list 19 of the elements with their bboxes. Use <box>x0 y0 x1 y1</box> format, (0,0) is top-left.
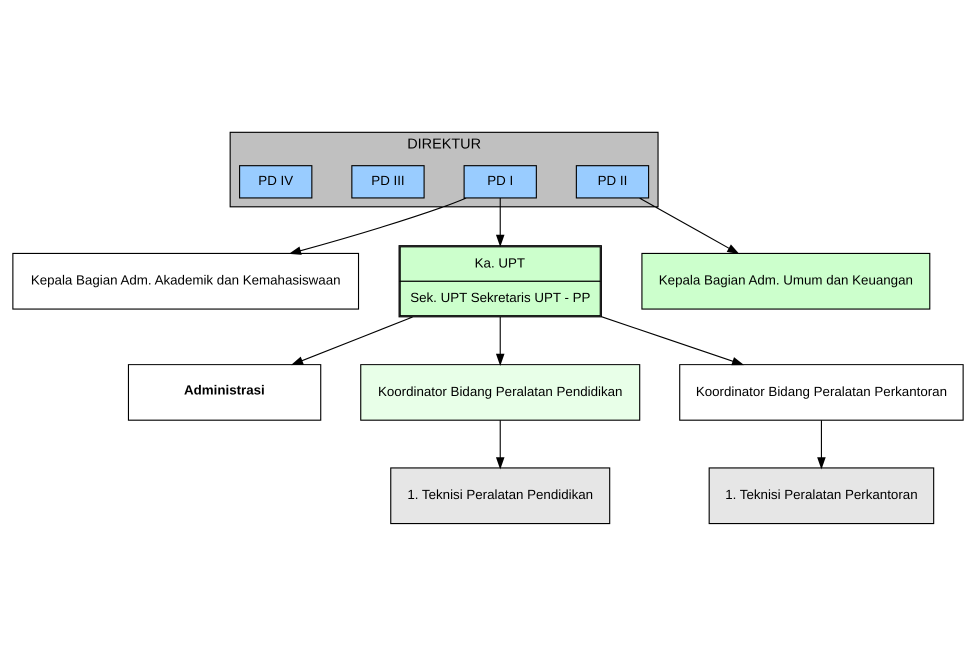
arrow <box>817 420 826 470</box>
node-box: 1. Teknisi Peralatan Pendidikan <box>390 466 610 524</box>
arrow <box>288 196 467 254</box>
node-box: PD IV <box>239 164 312 198</box>
arrow <box>639 197 740 254</box>
arrow <box>601 316 744 365</box>
node-box: PD III <box>351 164 425 198</box>
arrow <box>496 420 504 470</box>
node-box: PD II <box>576 164 650 198</box>
arrow <box>290 316 414 365</box>
node-box: Koordinator Bidang Peralatan Pendidikan <box>360 364 640 420</box>
node-box: PD I <box>464 164 537 198</box>
arrow <box>496 198 504 246</box>
arrow <box>496 316 504 366</box>
node-box: Administrasi <box>128 364 322 420</box>
node-box: Koordinator Bidang Peralatan Perkantoran <box>679 364 964 420</box>
node-box: Kepala Bagian Adm. Akademik dan Kemahasiswaan <box>12 252 360 310</box>
node-box: Kepala Bagian Adm. Umum dan Keuangan <box>641 252 930 310</box>
node-box: 1. Teknisi Peralatan Perkantoran <box>708 466 934 524</box>
